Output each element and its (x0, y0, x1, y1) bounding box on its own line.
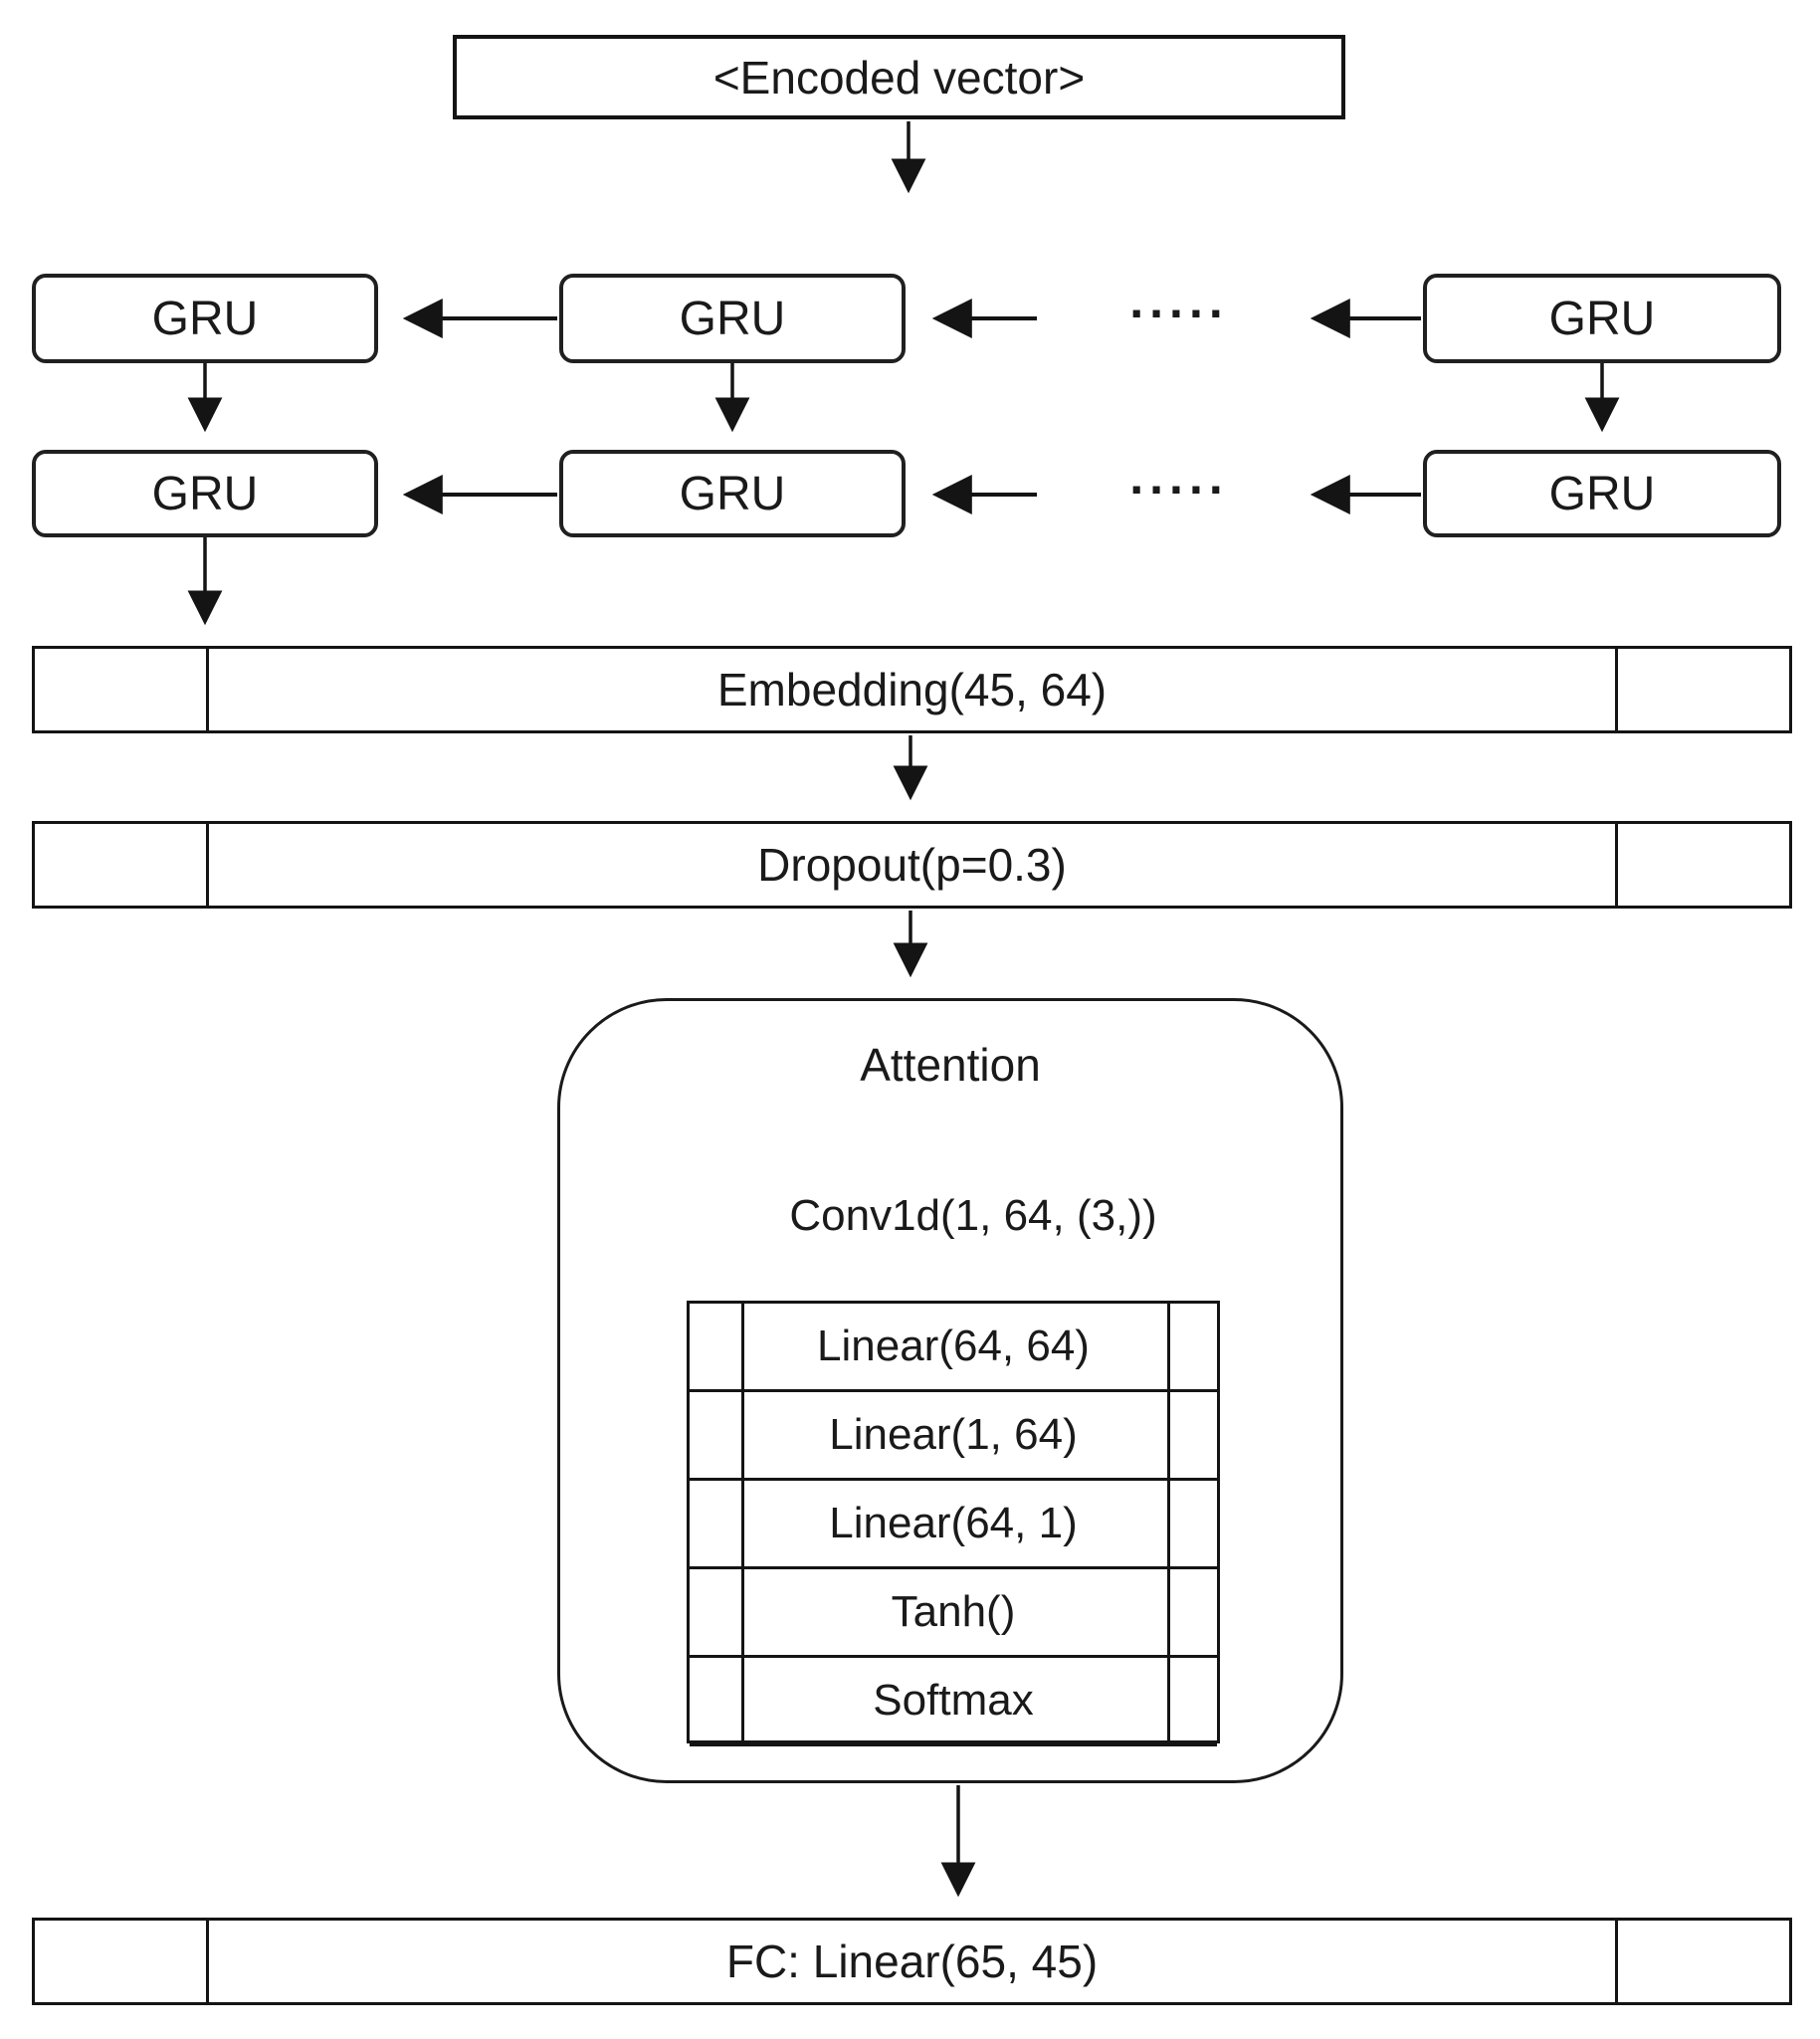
dots-text: ..... (1129, 273, 1229, 328)
embedding-bar: Embedding(45, 64) (32, 646, 1792, 733)
gru-dots-row2: ..... (1085, 447, 1274, 507)
attention-layers-table: Linear(64, 64) Linear(1, 64) Linear(64, … (687, 1301, 1220, 1746)
dots-text: ..... (1129, 449, 1229, 505)
gru-label: GRU (679, 292, 786, 345)
fc-bar-left-cell (35, 1921, 209, 2002)
encoded-vector-label: <Encoded vector> (712, 51, 1086, 103)
layer-label: Tanh() (891, 1587, 1016, 1636)
layer-table-left-divider (741, 1304, 744, 1740)
layer-label: Linear(1, 64) (829, 1410, 1078, 1459)
gru-dots-row1: ..... (1085, 271, 1274, 330)
conv1d-label: Conv1d(1, 64, (3,)) (649, 1171, 1298, 1261)
gru-label: GRU (151, 292, 259, 345)
layer-label: Linear(64, 1) (829, 1499, 1078, 1547)
gru-box-r1c1: GRU (32, 274, 378, 363)
dropout-bar-left-cell (35, 824, 209, 906)
fc-bar-right-cell (1615, 1921, 1789, 2002)
embedding-label: Embedding(45, 64) (716, 664, 1108, 715)
gru-label: GRU (1548, 467, 1656, 520)
gru-box-r1c3: GRU (1423, 274, 1781, 363)
dropout-bar: Dropout(p=0.3) (32, 821, 1792, 909)
conv1d-label-text: Conv1d(1, 64, (3,)) (789, 1191, 1157, 1240)
layer-row-softmax: Softmax (690, 1658, 1217, 1746)
embedding-bar-left-cell (35, 649, 209, 730)
layer-row-tanh: Tanh() (690, 1569, 1217, 1658)
gru-box-r1c2: GRU (559, 274, 906, 363)
layer-row-linear-64-64: Linear(64, 64) (690, 1304, 1217, 1392)
encoded-vector-box: <Encoded vector> (453, 35, 1345, 119)
gru-box-r2c3: GRU (1423, 450, 1781, 537)
fc-label: FC: Linear(65, 45) (725, 1936, 1099, 1987)
layer-row-linear-64-1: Linear(64, 1) (690, 1481, 1217, 1569)
attention-title-text: Attention (860, 1039, 1041, 1091)
layer-table-right-divider (1167, 1304, 1170, 1740)
layer-row-linear-1-64: Linear(1, 64) (690, 1392, 1217, 1481)
embedding-bar-right-cell (1615, 649, 1789, 730)
gru-box-r2c1: GRU (32, 450, 378, 537)
layer-label: Softmax (873, 1676, 1034, 1725)
dropout-label: Dropout(p=0.3) (757, 839, 1067, 891)
dropout-bar-right-cell (1615, 824, 1789, 906)
gru-label: GRU (151, 467, 259, 520)
gru-label: GRU (1548, 292, 1656, 345)
fc-bar: FC: Linear(65, 45) (32, 1918, 1792, 2005)
layer-label: Linear(64, 64) (817, 1322, 1090, 1370)
gru-box-r2c2: GRU (559, 450, 906, 537)
gru-label: GRU (679, 467, 786, 520)
attention-title: Attention (657, 1037, 1244, 1093)
